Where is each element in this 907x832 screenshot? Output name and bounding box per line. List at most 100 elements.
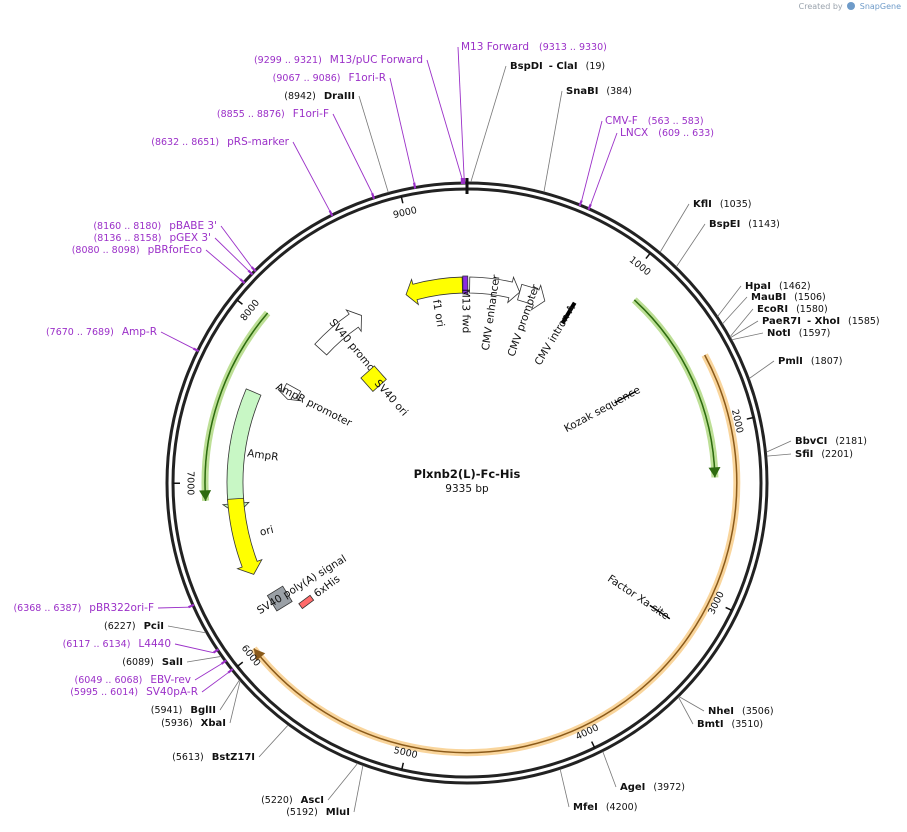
feature-kozak-sequence[interactable]: Kozak sequence — [562, 384, 642, 435]
primer-pbrforeco[interactable]: (8080 .. 8098)pBRforEco — [72, 244, 246, 284]
enzyme-sfii[interactable]: SfiI(2201) — [766, 449, 853, 460]
snapgene-credit: Created by SnapGene — [799, 2, 901, 11]
enzyme-label-noti: NotI(1597) — [767, 328, 830, 339]
enzyme-xbai[interactable]: (5936)XbaI — [161, 680, 241, 729]
primer-label-lncx: LNCX(609 .. 633) — [620, 127, 714, 139]
enzyme-label-mfei: MfeI(4200) — [573, 802, 637, 813]
primer-m13-forward[interactable]: M13 Forward(9313 .. 9330) — [457, 41, 607, 185]
enzyme-label-bbvci: BbvCI(2181) — [795, 436, 867, 447]
enzyme-bstz17i[interactable]: (5613)BstZ17I — [172, 724, 289, 763]
primer-label-m13-puc-forward: (9299 .. 9321)M13/pUC Forward — [254, 54, 423, 66]
enzyme-layer: BspDI- ClaI(19)SnaBI(384) KflI(1035) BspEI… — [104, 61, 880, 818]
enzyme-mlui[interactable]: (5192)MluI — [286, 765, 364, 818]
primer-label-prs-marker: (8632 .. 8651)pRS-marker — [151, 136, 289, 148]
credit-prefix: Created by — [798, 2, 843, 11]
primer-f1ori-r[interactable]: (9067 .. 9086)F1ori-R — [273, 72, 417, 189]
feature-sv40-ori[interactable]: SV40 ori — [360, 365, 410, 419]
enzyme-bbvci[interactable]: BbvCI(2181) — [766, 436, 867, 453]
feature-ori[interactable]: ori — [227, 497, 275, 575]
enzyme-label-kfli: KflI(1035) — [693, 199, 751, 210]
plasmid-size: 9335 bp — [445, 483, 489, 495]
primer-pbr322ori-f[interactable]: (6368 .. 6387)pBR322ori-F — [13, 602, 195, 614]
enzyme-label-bglii: (5941)BglII — [151, 705, 216, 716]
enzyme-label-pcii: (6227)PciI — [104, 621, 164, 632]
enzyme-label-paer7i: PaeR7I- XhoI(1585) — [762, 316, 880, 327]
primer-pgex-3[interactable]: (8136 .. 8158)pGEX 3' — [94, 232, 254, 276]
feature-f1-ori[interactable]: f1 ori — [405, 276, 463, 328]
feature-label-m13-fwd: M13 fwd — [459, 289, 471, 334]
tick-label-1000: 1000 — [627, 255, 653, 279]
enzyme-label-bspei: BspEI(1143) — [709, 219, 780, 230]
primer-f1ori-f[interactable]: (8855 .. 8876)F1ori-F — [217, 108, 376, 200]
feature-label-f1-ori: f1 ori — [430, 299, 446, 328]
primer-label-cmv-f: CMV-F(563 .. 583) — [605, 115, 704, 127]
primer-sv40pa-r[interactable]: (5995 .. 6014)SV40pA-R — [70, 668, 234, 698]
primer-label-pbr322ori-f: (6368 .. 6387)pBR322ori-F — [13, 602, 154, 614]
feature-ampr[interactable]: AmpR — [221, 388, 279, 515]
primer-label-pgex-3: (8136 .. 8158)pGEX 3' — [94, 232, 211, 244]
enzyme-draiii[interactable]: (8942)DraIII — [284, 91, 389, 193]
enzyme-snabi[interactable]: SnaBI(384) — [543, 86, 632, 193]
enzyme-kfli[interactable]: KflI(1035) — [659, 199, 751, 253]
primer-label-f1ori-r: (9067 .. 9086)F1ori-R — [273, 72, 386, 84]
primer-lncx[interactable]: LNCX(609 .. 633) — [587, 127, 714, 211]
feature-label-kozak-sequence: Kozak sequence — [562, 384, 642, 435]
tick-label-9000: 9000 — [392, 205, 418, 221]
enzyme-label-ecori: EcoRI(1580) — [757, 304, 828, 315]
enzyme-label-asci: (5220)AscI — [261, 795, 324, 806]
enzyme-sali[interactable]: (6089)SalI — [122, 656, 222, 668]
tick-1000: 1000 — [627, 252, 653, 279]
enzyme-pmli[interactable]: PmlI(1807) — [749, 356, 843, 379]
primer-pbabe-3[interactable]: (8160 .. 8180)pBABE 3' — [93, 220, 257, 273]
enzyme-hpai[interactable]: HpaI(1462) — [717, 281, 811, 317]
enzyme-label-bmti: BmtI(3510) — [697, 719, 763, 730]
enzyme-paer7i[interactable]: PaeR7I- XhoI(1585) — [730, 316, 880, 338]
feature-label-ampr: AmpR — [246, 447, 279, 463]
feature-m13-fwd[interactable]: M13 fwd — [459, 275, 472, 334]
feature-factor-xa-site[interactable]: Factor Xa site — [605, 573, 671, 623]
primer-ebv-rev[interactable]: (6049 .. 6068)EBV-rev — [75, 659, 227, 686]
feature-ampr-promoter[interactable]: AmpR promoter — [274, 381, 354, 430]
primer-label-pbrforeco: (8080 .. 8098)pBRforEco — [72, 244, 202, 256]
enzyme-ecori[interactable]: EcoRI(1580) — [729, 304, 828, 338]
cds-arrow-2[interactable] — [199, 310, 271, 502]
tick-5000: 5000 — [393, 745, 419, 770]
primer-amp-r[interactable]: (7670 .. 7689)Amp-R — [46, 326, 200, 353]
enzyme-bspei[interactable]: BspEI(1143) — [676, 219, 780, 267]
primer-prs-marker[interactable]: (8632 .. 8651)pRS-marker — [151, 136, 334, 217]
tick-6000: 6000 — [236, 643, 262, 669]
primer-label-amp-r: (7670 .. 7689)Amp-R — [46, 326, 157, 338]
enzyme-label-nhei: NheI(3506) — [708, 706, 774, 717]
enzyme-agei[interactable]: AgeI(3972) — [602, 751, 685, 793]
enzyme-maubi[interactable]: MauBI(1506) — [722, 292, 826, 325]
primer-m13-puc-forward[interactable]: (9299 .. 9321)M13/pUC Forward — [254, 54, 464, 185]
primer-l4440[interactable]: (6117 .. 6134)L4440 — [63, 638, 220, 654]
primer-cmv-f[interactable]: CMV-F(563 .. 583) — [578, 115, 704, 207]
tick-label-5000: 5000 — [393, 745, 419, 761]
cds-arrow-0[interactable] — [251, 353, 741, 757]
enzyme-label-agei: AgeI(3972) — [620, 782, 685, 793]
enzyme-pcii[interactable]: (6227)PciI — [104, 621, 207, 634]
enzyme-mfei[interactable]: MfeI(4200) — [559, 769, 637, 813]
enzyme-label-sali: (6089)SalI — [122, 657, 183, 668]
feature-label-ori: ori — [259, 524, 275, 539]
enzyme-label-mlui: (5192)MluI — [286, 807, 350, 818]
enzyme-bspdi[interactable]: BspDI- ClaI(19) — [470, 61, 605, 183]
feature-cmv-intron-a[interactable]: CMV intron A — [533, 301, 579, 368]
enzyme-bmti[interactable]: BmtI(3510) — [678, 696, 763, 730]
enzyme-bglii[interactable]: (5941)BglII — [151, 679, 240, 716]
enzyme-nhei[interactable]: NheI(3506) — [678, 696, 774, 717]
primer-label-ebv-rev: (6049 .. 6068)EBV-rev — [75, 674, 192, 686]
primer-label-sv40pa-r: (5995 .. 6014)SV40pA-R — [70, 686, 198, 698]
cds-arrow-1[interactable] — [631, 297, 721, 478]
primer-layer: M13 Forward(9313 .. 9330) (9299 .. 9321)M… — [13, 41, 714, 698]
primer-label-l4440: (6117 .. 6134)L4440 — [63, 638, 171, 650]
enzyme-asci[interactable]: (5220)AscI — [261, 763, 358, 806]
enzyme-label-bstz17i: (5613)BstZ17I — [172, 752, 255, 763]
enzyme-label-hpai: HpaI(1462) — [745, 281, 811, 292]
enzyme-noti[interactable]: NotI(1597) — [731, 328, 831, 341]
tick-label-2000: 2000 — [729, 408, 745, 434]
primer-label-m13-forward: M13 Forward(9313 .. 9330) — [461, 41, 607, 53]
